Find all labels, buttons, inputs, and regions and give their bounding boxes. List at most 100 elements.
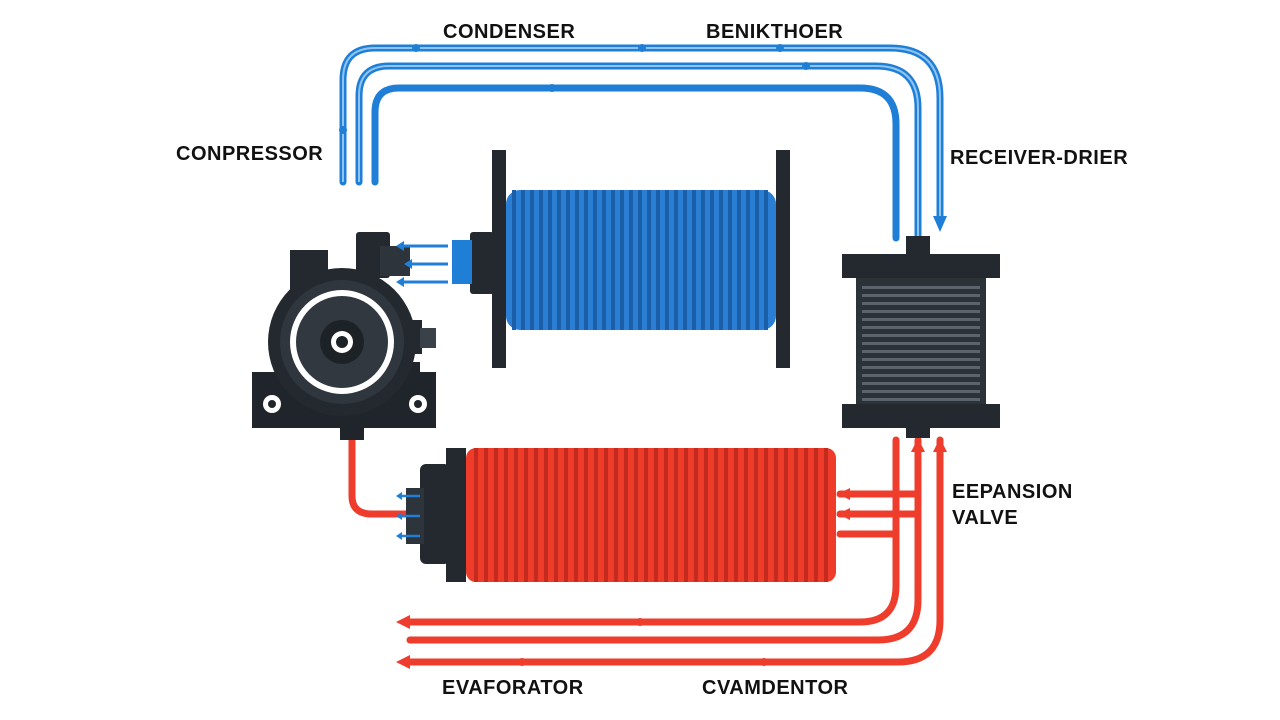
evaporator-coil-icon [406,448,836,582]
evaporator-fin [594,448,598,582]
flow-arrow-icon [838,488,850,500]
evaporator-fin [644,448,648,582]
condenser-fin [692,190,696,330]
evaporator-fin [794,448,798,582]
drier-slat [862,390,980,393]
flow-arrow-icon [396,615,410,629]
expansion-valve-label-line2: VALVE [952,507,1019,529]
evaporator-fin [504,448,508,582]
drier-slat [862,382,980,385]
evaporator-fins [474,448,828,582]
flow-arrow-icon [838,508,850,520]
evaporator-fin [754,448,758,582]
condenser-fin [584,190,588,330]
condenser-fin [611,190,615,330]
evaporator-fin [674,448,678,582]
evaporator-fin [804,448,808,582]
drier-slat [862,318,980,321]
drier-slat [862,350,980,353]
evaporator-fin [554,448,558,582]
drier-slat [862,358,980,361]
evaporator-fin [634,448,638,582]
drier-slat [862,342,980,345]
drier-slat [862,366,980,369]
condenser-fin [620,190,624,330]
top-right-label: BENIKTHOER [706,21,844,43]
expansion-valve-label-line1: EEPANSION [952,481,1073,503]
blue-line-highlights [342,47,941,238]
compressor-label: CONPRESSOR [176,143,324,165]
suction-line [348,436,412,518]
flow-arrow-icon [933,438,947,452]
condenser-fin [728,190,732,330]
condenser-fins [512,190,768,330]
evaporator-fin [534,448,538,582]
evaporator-fin [694,448,698,582]
condenser-fin [701,190,705,330]
drier-slat [862,334,980,337]
evaporator-fin [544,448,548,582]
evaporator-fin [814,448,818,582]
condenser-fin [764,190,768,330]
evaporator-fin [564,448,568,582]
receiver-drier-label: RECEIVER-DRIER [950,147,1129,169]
flow-arrow-icon [933,216,947,232]
red-flow-arrows [396,438,947,669]
drier-slat [862,398,980,401]
condenser-fin [575,190,579,330]
condenser-fin [557,190,561,330]
condenser-fin [647,190,651,330]
condenser-fin [629,190,633,330]
condenser-fin [512,190,516,330]
condenser-fin [674,190,678,330]
evaporator-fin [744,448,748,582]
condenser-fin [521,190,525,330]
evaporator-fin [774,448,778,582]
condenser-fin [746,190,750,330]
condenser-label: CONDENSER [443,21,576,43]
evaporator-fin [724,448,728,582]
evaporator-fin [684,448,688,582]
evaporator-label: EVAFORATOR [442,677,584,699]
flow-arrow-icon [911,438,925,452]
evaporator-fin [764,448,768,582]
evaporator-fin [484,448,488,582]
evaporator-fin [524,448,528,582]
outer-red-line [406,436,944,666]
evaporator-fin [584,448,588,582]
evaporator-fin [734,448,738,582]
evaporator-fin [474,448,478,582]
evaporator-fin [664,448,668,582]
condenser-fin [665,190,669,330]
condenser-fin [656,190,660,330]
condenser-fin [566,190,570,330]
drier-slat [862,310,980,313]
condenser-fin [602,190,606,330]
inner-red-line [406,436,900,626]
low-pressure-lines [348,436,944,666]
evaporator-fin [614,448,618,582]
bottom-right-label: CVAMDENTOR [702,677,849,699]
drier-slat [862,302,980,305]
evaporator-fin [824,448,828,582]
blue-flow-dots [339,44,810,134]
evaporator-fin [714,448,718,582]
inner-blue-line [371,84,900,242]
middle-red-line [406,436,922,644]
evaporator-fin [514,448,518,582]
condenser-fin [719,190,723,330]
receiver-drier-icon [842,236,1000,438]
drier-slats [862,286,980,401]
flow-arrow-icon [396,655,410,669]
drier-slat [862,326,980,329]
evaporator-fin [654,448,658,582]
evaporator-fin [604,448,608,582]
condenser-fin [548,190,552,330]
drier-slat [862,374,980,377]
evaporator-inlet-arrows [396,492,420,540]
drier-slat [862,294,980,297]
condenser-fin [737,190,741,330]
discharge-arrows [396,241,448,287]
compressor-icon [252,232,436,440]
